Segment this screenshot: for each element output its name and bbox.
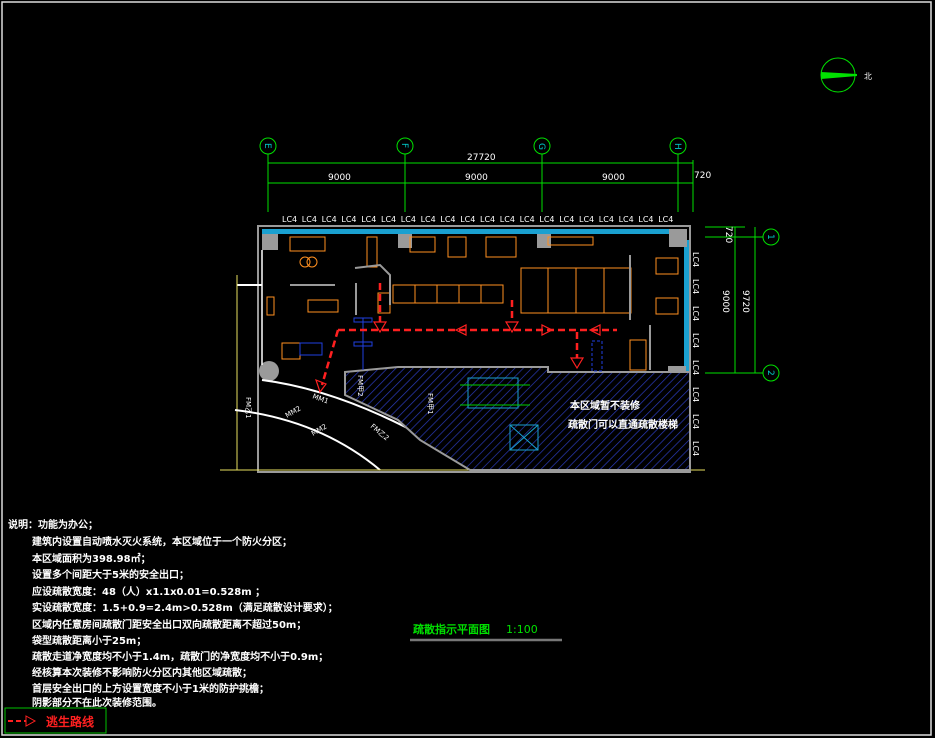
window-label: LC4 xyxy=(691,387,700,402)
door-label: MM2 xyxy=(284,405,302,420)
legend-box: 逃生路线 xyxy=(4,707,107,734)
window-label: LC4 xyxy=(658,215,673,224)
north-arrow-icon: 北 xyxy=(820,57,872,93)
dim-right-inner: 9000 xyxy=(720,290,730,313)
note-line: 实设疏散宽度：1.5+0.9=2.4m>0.528m（满足疏散设计要求）； xyxy=(32,601,338,614)
blue-equipment xyxy=(299,317,603,372)
note-line: 袋型疏散距离小于25m； xyxy=(31,634,146,647)
window-label: LC4 xyxy=(691,441,700,456)
notes-heading: 说明：功能为办公； xyxy=(8,518,98,531)
dim-bay-2: 9000 xyxy=(465,173,488,183)
note-line: 首层安全出口的上方设置宽度不小于1米的防护挑檐； xyxy=(32,682,269,695)
drawing-scale: 1:100 xyxy=(506,623,538,636)
window-label: LC4 xyxy=(691,414,700,429)
window-label: LC4 xyxy=(559,215,574,224)
route-arrow-icons xyxy=(315,321,601,394)
note-line: 设置多个间距大于5米的安全出口； xyxy=(32,568,189,581)
note-line: 阴影部分不在此次装修范围。 xyxy=(32,696,162,709)
window-label: LC4 xyxy=(440,215,455,224)
window-label: LC4 xyxy=(401,215,416,224)
door-label: FM甲1 xyxy=(426,393,434,415)
dim-bay-1: 9000 xyxy=(328,173,351,183)
door-label: FM甲2 xyxy=(356,375,364,397)
dim-bay-3: 9000 xyxy=(602,173,625,183)
window-label: LC4 xyxy=(638,215,653,224)
axis-label-g: G xyxy=(536,143,546,150)
legend-arrow-icon xyxy=(25,715,37,727)
window-label: LC4 xyxy=(460,215,475,224)
dim-end-bay: 720 xyxy=(694,171,711,181)
window-label: LC4 xyxy=(341,215,356,224)
window-label: LC4 xyxy=(500,215,515,224)
furniture xyxy=(266,236,679,371)
window-label: LC4 xyxy=(579,215,594,224)
dim-right-top: 720 xyxy=(723,226,733,243)
window-label: LC4 xyxy=(520,215,535,224)
note-line: 应设疏散宽度：48（人）x1.1x0.01=0.528m ； xyxy=(32,585,265,598)
window-label: LC4 xyxy=(322,215,337,224)
note-line: 建筑内设置自动喷水灭火系统，本区域位于一个防火分区； xyxy=(31,535,292,548)
door-label: FM乙2 xyxy=(369,422,391,442)
window-label: LC4 xyxy=(480,215,495,224)
window-label: LC4 xyxy=(691,252,700,267)
north-label: 北 xyxy=(864,72,872,81)
legend-label: 逃生路线 xyxy=(46,714,94,729)
axis-label-f: F xyxy=(399,143,409,148)
drawing-title: 疏散指示平面图 xyxy=(413,622,490,636)
window-label: LC4 xyxy=(302,215,317,224)
note-line: 区域内任意房间疏散门距安全出口双向疏散距离不超过50m； xyxy=(32,618,306,631)
notes-list: 建筑内设置自动喷水灭火系统，本区域位于一个防火分区； 本区域面积为398.98㎡；… xyxy=(31,535,338,709)
window-label: LC4 xyxy=(691,306,700,321)
note-line: 本区域面积为398.98㎡； xyxy=(32,552,151,565)
door-label: FM乙1 xyxy=(244,397,252,419)
evacuation-route xyxy=(320,283,617,386)
window-labels-top: LC4 LC4 LC4 LC4 LC4 LC4 LC4 LC4 LC4 LC4 LC4 LC4 LC4 L… xyxy=(282,215,673,224)
note-line: 经核算本次装修不影响防火分区内其他区域疏散； xyxy=(32,666,252,679)
window-label: LC4 xyxy=(691,360,700,375)
axis-grid xyxy=(259,137,780,382)
axis-label-e: E xyxy=(262,143,272,149)
dim-right-total: 9720 xyxy=(740,290,750,313)
dim-total-width: 27720 xyxy=(467,153,496,163)
window-label: LC4 xyxy=(421,215,436,224)
window-label: LC4 xyxy=(691,333,700,348)
note-line: 疏散走道净宽度均不小于1.4m，疏散门的净宽度均不小于0.9m； xyxy=(32,650,328,663)
window-label: LC4 xyxy=(691,279,700,294)
interior-walls xyxy=(290,255,651,370)
hatched-non-renovation-area xyxy=(344,366,691,471)
axis-label-1: 1 xyxy=(765,234,775,240)
hatched-area-note-1: 本区域暂不装修 xyxy=(570,399,641,412)
hatched-area-note-2: 疏散门可以直通疏散楼梯 xyxy=(568,418,678,431)
axis-label-2: 2 xyxy=(765,370,775,376)
axis-label-h: H xyxy=(672,143,682,150)
window-label: LC4 xyxy=(539,215,554,224)
window-label: LC4 xyxy=(599,215,614,224)
window-label: LC4 xyxy=(619,215,634,224)
window-label: LC4 xyxy=(361,215,376,224)
window-label: LC4 xyxy=(282,215,297,224)
stairwell xyxy=(460,377,539,451)
window-label: LC4 xyxy=(381,215,396,224)
